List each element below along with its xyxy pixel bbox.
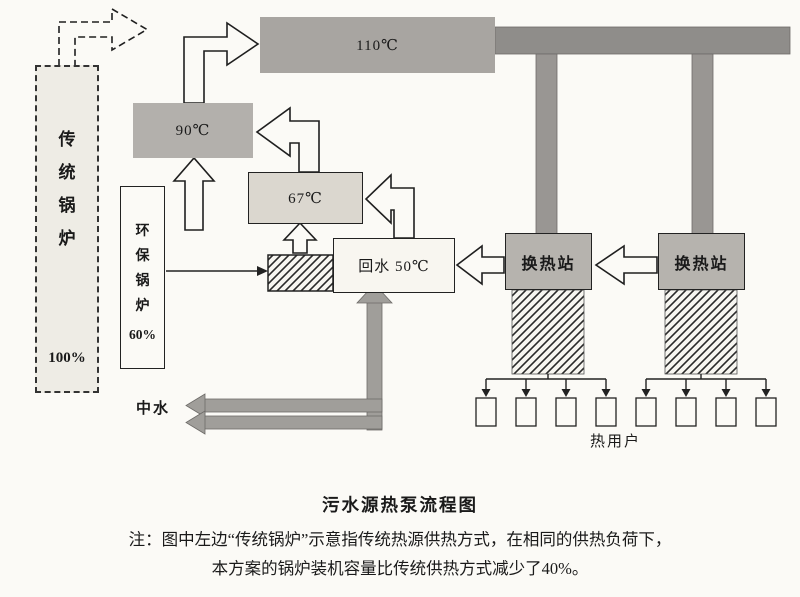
arrow-return-to-67 <box>364 173 415 239</box>
distribution-arrowheads-1 <box>481 389 611 397</box>
arrow-station2-to-station1 <box>594 244 658 286</box>
temp-110-label: 110℃ <box>356 37 399 54</box>
arrow-up-to-90 <box>172 156 216 231</box>
heat-exchange-station-1: 换热站 <box>505 233 592 290</box>
distribution-arrowheads-2 <box>641 389 771 397</box>
reclaimed-water-label: 中水 <box>136 401 171 417</box>
traditional-boiler-percent: 100% <box>48 350 86 366</box>
traditional-boiler-label: 传统锅炉 <box>58 130 76 248</box>
heat-exchange-station-1-label: 换热站 <box>521 255 576 273</box>
distribution-group-1 <box>485 374 607 389</box>
reclaimed-water-arrowhead-2 <box>185 410 206 435</box>
temp-90-label: 90℃ <box>175 123 211 139</box>
arrow-station1-to-return <box>455 244 505 286</box>
heat-exchanger-hatched <box>267 254 334 292</box>
station-2-hatched-pipe <box>664 289 738 375</box>
heat-exchange-station-2-label: 换热站 <box>674 255 729 273</box>
supply-pipe-station-1 <box>535 53 558 236</box>
arrow-67-to-90 <box>255 106 320 173</box>
temp-67-label: 67℃ <box>288 190 323 207</box>
reclaimed-water-outflow-2 <box>203 415 383 430</box>
eco-boiler-label: 环保锅炉 <box>135 224 150 314</box>
heat-user-box <box>515 397 537 427</box>
return-water-label: 回水 50℃ <box>358 259 430 275</box>
distribution-group-2 <box>645 374 767 389</box>
heat-exchange-station-2: 换热站 <box>658 233 745 290</box>
temp-110-box: 110℃ <box>260 17 495 73</box>
dashed-exhaust-arrow <box>58 7 149 67</box>
heat-user-box <box>595 397 617 427</box>
heat-user-box <box>675 397 697 427</box>
arrow-90-to-110 <box>183 21 260 104</box>
temp-90-box: 90℃ <box>133 103 253 158</box>
traditional-boiler-box: 传统锅炉 100% <box>35 65 99 393</box>
heat-users-label: 热用户 <box>590 434 642 450</box>
temp-67-box: 67℃ <box>248 172 363 224</box>
reclaimed-water-outflow-1 <box>203 398 383 413</box>
heat-user-box <box>755 397 777 427</box>
return-water-box: 回水 50℃ <box>333 238 455 293</box>
heat-user-box <box>475 397 497 427</box>
heat-user-box <box>635 397 657 427</box>
eco-boiler-percent: 60% <box>129 327 156 342</box>
note-line-2: 本方案的锅炉装机容量比传统供热方式减少了40%。 <box>211 559 589 578</box>
flow-diagram-canvas <box>58 7 791 435</box>
heat-user-boxes-1 <box>475 397 617 427</box>
heat-user-boxes-2 <box>635 397 777 427</box>
reclaimed-water-up-arrow <box>356 283 393 304</box>
heat-user-box <box>715 397 737 427</box>
arrow-up-to-67 <box>282 221 318 254</box>
reclaimed-water-arrowhead-1 <box>185 393 206 418</box>
eco-boiler-box: 环保锅炉 60% <box>120 186 165 369</box>
supply-pipe-top <box>494 26 791 55</box>
note-line-1: 注：图中左边“传统锅炉”示意指传统热源供热方式，在相同的供热负荷下， <box>128 530 672 549</box>
eco-to-exchanger-arrowhead <box>257 266 268 276</box>
diagram-title: 污水源热泵流程图 <box>322 495 478 515</box>
station-1-hatched-pipe <box>511 289 585 375</box>
supply-pipe-station-2 <box>691 53 714 236</box>
heat-user-box <box>555 397 577 427</box>
